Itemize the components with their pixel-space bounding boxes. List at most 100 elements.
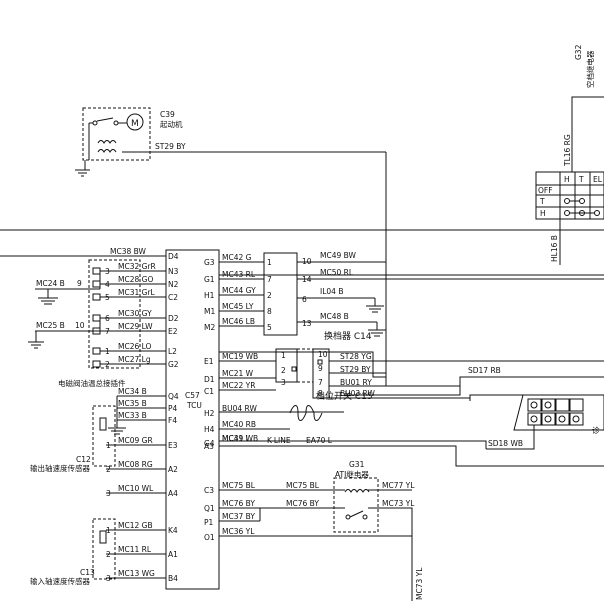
wire-label-MC11 RL: MC11 RL (118, 545, 152, 554)
wire-label-MC46 LB: MC46 LB (222, 317, 255, 326)
c14-right-pin-13: 13 (302, 319, 312, 328)
c15-right-pin-7: 7 (318, 378, 323, 387)
c13-name: 输入轴速度传感器 (30, 576, 90, 586)
tcu-pin-Q1: Q1 (204, 504, 215, 513)
tcu-pin-P1: P1 (204, 518, 214, 527)
sol-pin-box (92, 280, 101, 288)
c15-right-pin-9: 9 (318, 364, 323, 373)
switch-row-off: OFF (538, 186, 553, 195)
switch-row-t: T (539, 197, 545, 206)
ground-mc25: MC25 B (36, 321, 65, 330)
sol-pin-box (92, 314, 101, 322)
c12-name: 输出轴速度传感器 (30, 463, 90, 473)
tcu-pin-G2: G2 (168, 360, 179, 369)
c39-wire: ST29 BY (155, 142, 186, 151)
wire-label-MC42 G: MC42 G (222, 253, 252, 262)
tcu-pin-A4: A4 (168, 489, 178, 498)
sd18-wire: SD18 WB (488, 439, 523, 448)
tcu-pin-A1: A1 (168, 550, 178, 559)
wire-label-MC36 YL: MC36 YL (222, 527, 255, 536)
output-speed-sensor-c12: C12 输出轴速度传感器 (30, 405, 116, 473)
tcu-pin-A2: A2 (168, 465, 178, 474)
wire-label-MC33 B: MC33 B (118, 411, 147, 420)
tcu-pin-D2: D2 (168, 314, 179, 323)
solenoid-name: 电磁阀油温总接插件 (58, 378, 126, 388)
tcu-pin-K4: K4 (168, 526, 178, 535)
c15-wire-BU01 RY: BU01 RY (340, 378, 372, 387)
wire-label-MC27 Lg: MC27 Lg (118, 355, 151, 364)
switch-header-el: EL (593, 175, 603, 184)
ground-mc24: MC24 B (36, 279, 65, 288)
tcu-pin-E2: E2 (168, 327, 178, 336)
c15-jumper (219, 351, 387, 387)
c15-left-pin-3: 3 (281, 378, 286, 387)
g32-name: 空档继电器 (585, 50, 595, 88)
sol-pin-box (92, 293, 101, 301)
tcu-pin-B4: B4 (168, 574, 178, 583)
c14-left-pin-1: 1 (267, 258, 272, 267)
c15-name: 档位开关 C15 (316, 390, 373, 402)
c15-wire-BU03 RW: BU03 RW (340, 389, 375, 398)
g32-label: G32 空档继电器 (574, 44, 595, 88)
g31-wire-mc76: MC76 BY (286, 499, 319, 508)
c15-left-pin-1: 1 (281, 351, 286, 360)
tcu-c57: C57 TCU (165, 249, 220, 590)
bottom-wire: MC73 YL (415, 567, 424, 600)
wire-label-MC21 W: MC21 W (222, 369, 254, 378)
wire-label-MC38 BW: MC38 BW (110, 247, 147, 256)
wire-label-MC10 WL: MC10 WL (118, 484, 154, 493)
tl16-wire: TL16 RG (563, 134, 572, 167)
tcu-pin-H4: H4 (204, 425, 215, 434)
c14-wire-MC49 BW: MC49 BW (320, 251, 357, 260)
c14-left-pin-5: 5 (267, 323, 272, 332)
wire-label-MC37 BY: MC37 BY (222, 512, 255, 521)
c14-left-pin-7: 7 (267, 275, 272, 284)
wire-label-MC34 B: MC34 B (118, 387, 147, 396)
tcu-pin-G1: G1 (204, 275, 215, 284)
switch-table: TL16 RG H T EL OFF T H HL16 B (535, 134, 604, 265)
wire-label-MC12 GB: MC12 GB (118, 521, 153, 530)
sol-pin-box (92, 347, 101, 355)
switch-row-h: H (540, 209, 546, 218)
ground-pin10: 10 (75, 321, 85, 330)
wire-label-MC13 WG: MC13 WG (118, 569, 155, 578)
input-speed-sensor-c13: C13 输入轴速度传感器 (30, 518, 116, 586)
tcu-pin-A3: A3 (204, 442, 214, 451)
c14-name: 换档器 C14 (324, 330, 372, 342)
c14-left-pin-2: 2 (267, 291, 272, 300)
g31-name: ATI继电器 (335, 469, 369, 479)
sd17-wire: SD17 RB (468, 366, 501, 375)
sol-pin-box (92, 267, 101, 275)
wire-label-MC76 BY: MC76 BY (222, 499, 255, 508)
kline-label: K-LINE (267, 436, 291, 445)
wire-label-MC40 RB: MC40 RB (222, 420, 256, 429)
wire-label-MC35 B: MC35 B (118, 399, 147, 408)
wire-label-MC41 WB: MC41 WB (222, 434, 258, 443)
tcu-pin-Q4: Q4 (168, 392, 179, 401)
tcu-pin-F4: F4 (168, 416, 177, 425)
c15-right-pin-10: 10 (318, 350, 328, 359)
wire-label-MC08 RG: MC08 RG (118, 460, 153, 469)
tcu-pin-M2: M2 (204, 323, 215, 332)
tcu-pin-C1: C1 (204, 387, 214, 396)
g31-wire-mc73: MC73 YL (382, 499, 415, 508)
wire-label-MC28 GO: MC28 GO (118, 275, 153, 284)
g31-wire-mc75: MC75 BL (286, 481, 320, 490)
tcu-pin-P4: P4 (168, 404, 178, 413)
tcu-pin-N3: N3 (168, 267, 179, 276)
diag-name: 诊 (592, 425, 600, 435)
wire-label-MC44 GY: MC44 GY (222, 286, 256, 295)
wire-label-MC30 GY: MC30 GY (118, 309, 152, 318)
tcu-pin-G4: G4 (204, 439, 215, 448)
g32-code: G32 (574, 44, 583, 60)
c39-code: C39 (160, 110, 175, 119)
c15-wire-ST29 BY: ST29 BY (340, 365, 371, 374)
c14-wire-IL04 B: IL04 B (320, 287, 343, 296)
c15-left-pin-2: 2 (281, 366, 286, 375)
c39-name: 起动机 (160, 119, 183, 129)
